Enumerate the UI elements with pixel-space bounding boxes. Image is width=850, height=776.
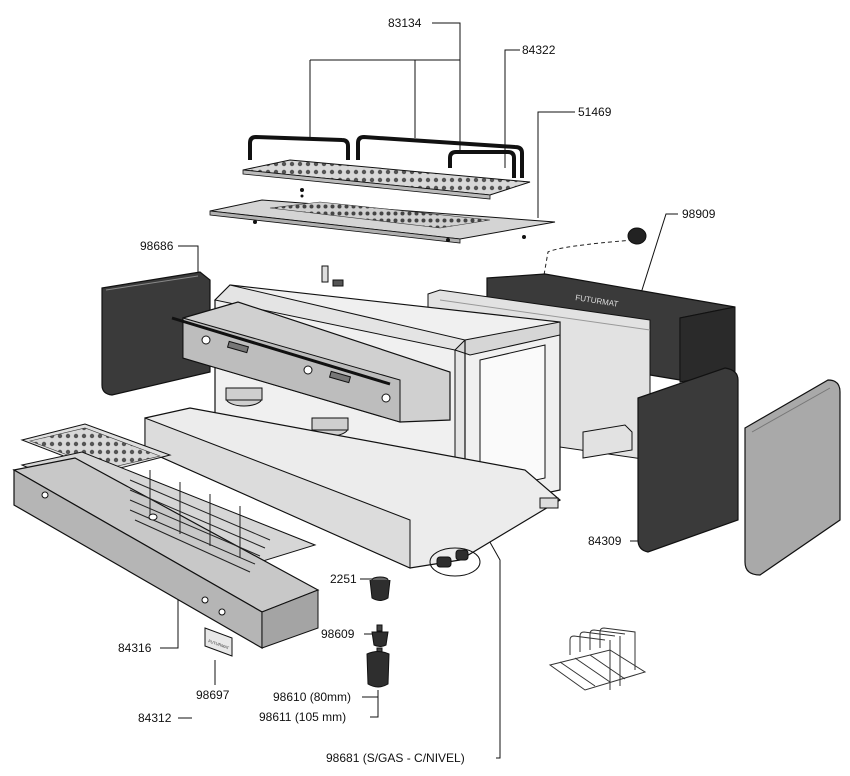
right-side-cover-part <box>744 379 841 576</box>
drip-tray-part <box>12 423 320 650</box>
label-84309: 84309 <box>588 534 622 548</box>
top-plate-part <box>209 199 556 244</box>
main-chassis-part <box>144 265 633 569</box>
label-51469: 51469 <box>578 105 612 119</box>
cup-rack-part <box>548 627 647 691</box>
dashed-arrow <box>539 239 634 299</box>
label-98681: 98681 (S/GAS - C/NIVEL) <box>326 751 465 765</box>
cup-warmer-grid-part <box>242 159 531 200</box>
label-83134: 83134 <box>388 16 422 30</box>
label-98609: 98609 <box>321 627 355 641</box>
label-98610: 98610 (80mm) <box>273 690 352 704</box>
foot-2251-part <box>369 576 391 601</box>
label-84316: 84316 <box>118 641 152 655</box>
label-98611: 98611 (105 mm) <box>259 710 347 724</box>
label-98686: 98686 <box>140 239 174 253</box>
plug-part <box>627 227 647 245</box>
label-84312: 84312 <box>138 711 172 725</box>
right-front-panel-part <box>637 367 739 553</box>
label-84322: 84322 <box>522 43 556 57</box>
foot-98609-part <box>371 624 389 647</box>
foot-98610-part <box>366 647 390 688</box>
name-plate-part: FUTURMAT <box>204 627 233 657</box>
foot-98681-part <box>429 547 481 577</box>
label-98909: 98909 <box>682 207 716 221</box>
label-2251: 2251 <box>330 572 357 586</box>
label-98697: 98697 <box>196 688 230 702</box>
heater-rod-part <box>248 134 524 178</box>
